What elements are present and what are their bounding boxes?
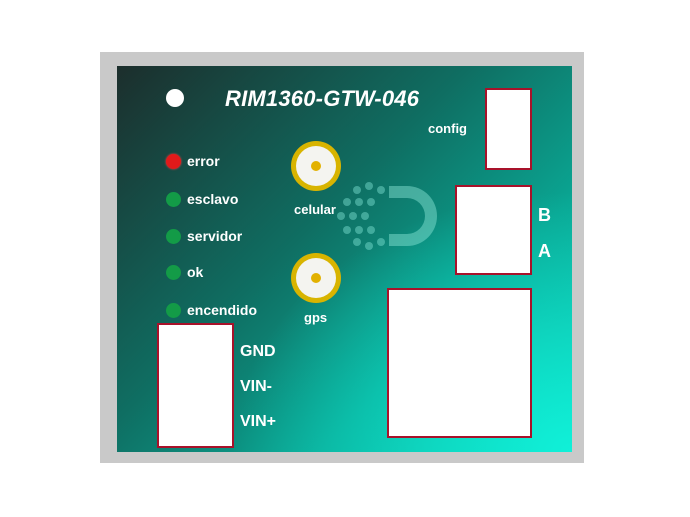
main-connector[interactable] [387,288,532,438]
led-error-indicator [166,154,181,169]
mounting-hole [166,89,184,107]
led-servidor-indicator [166,229,181,244]
pin-vin-plus-label: VIN+ [240,413,277,430]
antenna-gps-label: gps [304,310,328,325]
device-title: RIM1360-GTW-046 [225,86,420,111]
antenna-gps-connector[interactable] [291,253,341,303]
led-ok-indicator [166,265,181,280]
led-esclavo-label: esclavo [187,191,239,207]
config-connector[interactable] [485,88,532,170]
led-ok-label: ok [187,264,204,280]
rs485-connector[interactable] [455,185,532,275]
power-connector[interactable] [157,323,234,448]
logo-watermark [337,182,437,250]
antenna-celular-connector[interactable] [291,141,341,191]
pin-gnd-label: GND [240,343,276,360]
pin-vin-minus-label: VIN- [240,378,272,395]
led-encendido-label: encendido [187,302,258,318]
led-servidor-label: servidor [187,228,243,244]
antenna-celular-label: celular [294,202,336,217]
antenna-pin [311,161,321,171]
port-a-label: A [538,241,551,261]
led-encendido-indicator [166,303,181,318]
antenna-pin [311,273,321,283]
led-esclavo-indicator [166,192,181,207]
port-b-label: B [538,205,551,225]
config-label: config [428,121,467,136]
led-error-label: error [187,153,220,169]
